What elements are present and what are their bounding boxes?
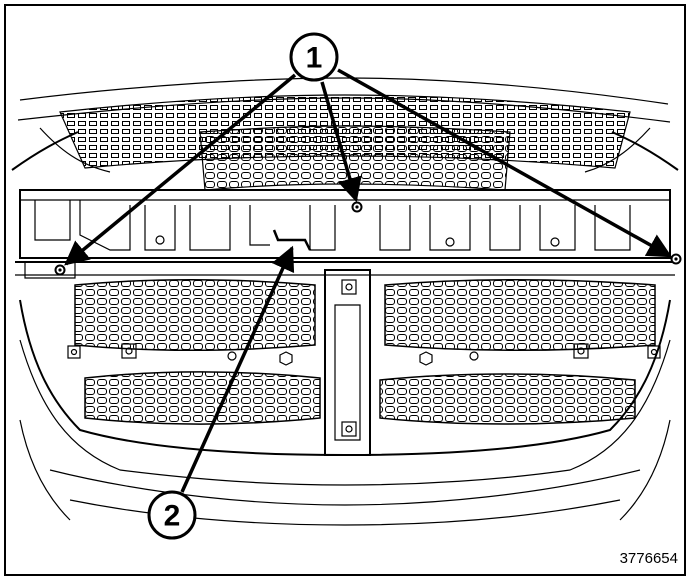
callout-1-number: 1 — [306, 42, 323, 75]
support-bracket — [19, 189, 671, 279]
leader-1-center — [320, 81, 362, 203]
center-post — [324, 269, 371, 456]
figure-border — [4, 4, 686, 576]
callout-leaders — [64, 68, 673, 493]
figure-id: 3776654 — [620, 550, 678, 567]
callout-2: 2 — [147, 490, 197, 540]
leader-1-right — [337, 68, 673, 258]
upper-grille — [11, 77, 679, 191]
leader-1-left — [64, 73, 297, 266]
screw-locations — [54, 201, 682, 276]
callout-1: 1 — [289, 32, 339, 82]
lower-grilles — [67, 279, 661, 425]
leader-2 — [180, 245, 295, 493]
retaining-clip — [272, 229, 312, 251]
callout-2-number: 2 — [164, 500, 181, 533]
